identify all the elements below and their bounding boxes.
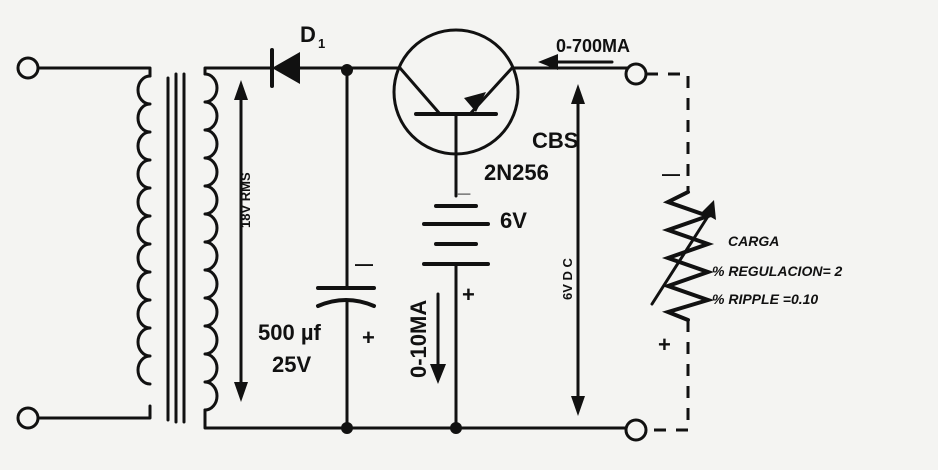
base-current-label: 0-10MA bbox=[406, 300, 431, 378]
diode-label: D bbox=[300, 22, 316, 47]
output-voltage-label: 6V D C bbox=[560, 257, 575, 300]
diode-d1 bbox=[270, 48, 300, 88]
load-lead-bottom bbox=[646, 320, 690, 432]
load-regulation: % REGULACION= 2 bbox=[712, 263, 843, 279]
transistor-name: CBS bbox=[532, 128, 578, 153]
capacitor-value: 500 µf bbox=[258, 320, 321, 345]
battery-plus: + bbox=[462, 282, 475, 307]
battery-label: 6V bbox=[500, 208, 527, 233]
secondary-voltage-label: 18V RMS bbox=[238, 172, 253, 228]
diode-subscript: 1 bbox=[318, 36, 325, 51]
primary-lead-top bbox=[36, 66, 152, 78]
secondary-voltage-arrow bbox=[234, 80, 248, 402]
load-ripple: % RIPPLE =0.10 bbox=[712, 291, 818, 307]
ground-rail bbox=[203, 408, 632, 430]
transformer-core bbox=[166, 72, 186, 424]
load-plus: + bbox=[658, 332, 671, 357]
battery-minus: _ bbox=[457, 172, 471, 197]
transistor-2n256 bbox=[392, 28, 520, 198]
junction-node-battery-ground bbox=[450, 422, 462, 434]
output-terminal-top bbox=[624, 62, 648, 86]
output-terminal-bottom bbox=[624, 418, 648, 442]
secondary-lead-top bbox=[203, 66, 274, 76]
capacitor-plus: + bbox=[362, 325, 375, 350]
primary-winding bbox=[136, 74, 152, 386]
output-current-label: 0-700MA bbox=[556, 36, 630, 56]
junction-node-cap-ground bbox=[341, 422, 353, 434]
transistor-part: 2N256 bbox=[484, 160, 549, 185]
filter-capacitor bbox=[316, 68, 376, 430]
load-resistor bbox=[650, 190, 716, 322]
base-current-arrow bbox=[430, 292, 446, 384]
secondary-winding bbox=[203, 72, 219, 412]
battery-6v bbox=[422, 204, 490, 430]
load-lead-top bbox=[646, 72, 690, 192]
input-terminal-top bbox=[16, 56, 40, 80]
capacitor-minus: — bbox=[355, 254, 373, 274]
load-name: CARGA bbox=[728, 233, 779, 249]
output-voltage-arrow bbox=[571, 84, 585, 416]
output-current-arrow bbox=[538, 54, 614, 70]
capacitor-voltage: 25V bbox=[272, 352, 311, 377]
load-minus: — bbox=[662, 164, 680, 184]
primary-lead-bottom bbox=[36, 404, 152, 420]
input-terminal-bottom bbox=[16, 406, 40, 430]
